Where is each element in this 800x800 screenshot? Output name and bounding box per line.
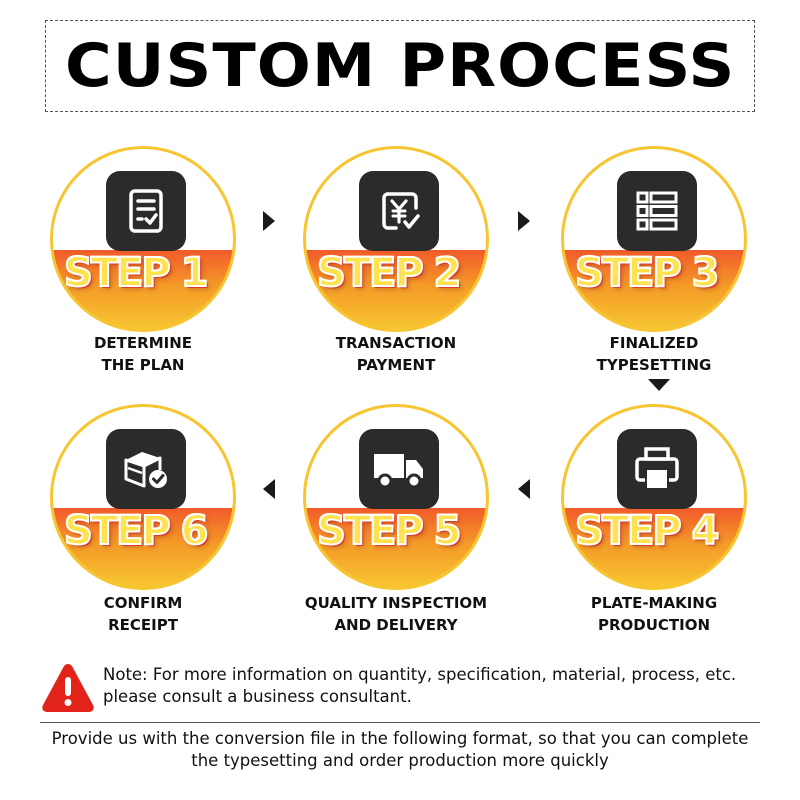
step-2-caption: TRANSACTION PAYMENT <box>293 332 499 376</box>
step-3-caption-line1: FINALIZED <box>609 334 699 352</box>
step-4-icon-tile <box>617 429 697 509</box>
step-1-icon-tile <box>106 171 186 251</box>
step-3-circle <box>561 146 747 332</box>
step-3-icon-tile <box>617 171 697 251</box>
arrow-left-icon <box>263 479 275 499</box>
step-6-circle <box>50 404 236 590</box>
step-1-caption-line2: THE PLAN <box>101 356 185 374</box>
step-3-caption-line2: TYPESETTING <box>596 356 712 374</box>
note-text: Note: For more information on quantity, … <box>103 664 763 708</box>
layout-list-icon <box>636 191 678 231</box>
step-6-icon-tile <box>106 429 186 509</box>
warning-icon <box>42 664 94 712</box>
step-4-caption-line1: PLATE-MAKING <box>590 594 718 612</box>
step-4-label: STEP 4 <box>574 507 721 555</box>
note-line2: please consult a business consultant. <box>103 687 412 706</box>
note-line1: Note: For more information on quantity, … <box>103 665 737 684</box>
arrow-right-icon <box>518 211 530 231</box>
footer-text: Provide us with the conversion file in t… <box>20 728 780 772</box>
step-4-caption-line2: PRODUCTION <box>597 616 711 634</box>
step-4-caption: PLATE-MAKING PRODUCTION <box>551 592 757 636</box>
delivery-truck-icon <box>374 454 423 489</box>
footer-line2: the typesetting and order production mor… <box>191 751 609 770</box>
step-4-circle <box>561 404 747 590</box>
printer-icon <box>635 447 679 488</box>
page-title: CUSTOM PROCESS <box>64 31 736 101</box>
title-box: CUSTOM PROCESS <box>45 20 755 112</box>
step-3-label: STEP 3 <box>574 249 721 297</box>
arrow-down-icon <box>648 379 670 391</box>
arrow-right-icon <box>263 211 275 231</box>
step-6-label: STEP 6 <box>63 507 210 555</box>
step-6-caption: CONFIRM RECEIPT <box>40 592 246 636</box>
step-2-circle <box>303 146 489 332</box>
step-5-icon-tile <box>359 429 439 509</box>
step-1-label: STEP 1 <box>63 249 210 297</box>
step-2-caption-line2: PAYMENT <box>356 356 436 374</box>
package-check-icon <box>124 452 167 488</box>
step-2-icon-tile <box>359 171 439 251</box>
step-5-caption-line1: QUALITY INSPECTIOM <box>304 594 488 612</box>
step-1-caption: DETERMINE THE PLAN <box>40 332 246 376</box>
step-2-label: STEP 2 <box>316 249 463 297</box>
step-5-caption: QUALITY INSPECTIOM AND DELIVERY <box>283 592 509 636</box>
step-1-caption-line1: DETERMINE <box>93 334 193 352</box>
yen-payment-icon <box>382 192 420 230</box>
step-1-circle <box>50 146 236 332</box>
step-6-caption-line1: CONFIRM <box>103 594 183 612</box>
divider <box>40 722 760 723</box>
arrow-left-icon <box>518 479 530 499</box>
step-5-caption-line2: AND DELIVERY <box>334 616 458 634</box>
footer-line1: Provide us with the conversion file in t… <box>51 729 749 748</box>
document-check-icon <box>129 189 163 233</box>
step-5-circle <box>303 404 489 590</box>
step-5-label: STEP 5 <box>316 507 463 555</box>
step-3-caption: FINALIZED TYPESETTING <box>551 332 757 376</box>
step-2-caption-line1: TRANSACTION <box>335 334 457 352</box>
step-6-caption-line2: RECEIPT <box>108 616 178 634</box>
